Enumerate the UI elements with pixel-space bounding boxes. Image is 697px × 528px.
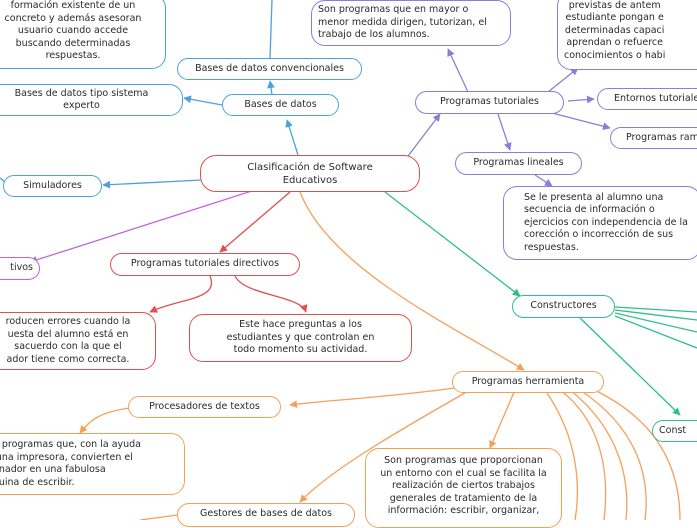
edge-root-herr: [299, 191, 525, 371]
edge-herr-d4: [589, 387, 681, 520]
edge-bd-experto: [183, 95, 223, 106]
lineales-description-node[interactable]: Se le presenta al alumno una secuencia d…: [503, 186, 697, 260]
edge-const-3: [614, 312, 697, 333]
programas-ramificados-node[interactable]: Programas ram: [610, 127, 697, 149]
constructores-sub-node[interactable]: Const: [652, 420, 697, 442]
edge-tut-ent: [567, 95, 595, 104]
edge-const-1: [614, 306, 697, 313]
edge-root-bd: [285, 119, 299, 156]
procesadores-description-node[interactable]: on programas que, con la ayuda e una imp…: [0, 433, 185, 495]
edge-root-tut: [404, 113, 441, 161]
edge-root-dir: [29, 189, 256, 264]
edge-tut-prev: [547, 67, 579, 93]
edge-herr-text: [489, 389, 516, 449]
edge-herr-gest: [299, 389, 471, 503]
edge-lin-text: [534, 174, 553, 187]
edge-herr-proc: [289, 387, 456, 408]
programas-directivos-node[interactable]: tivos: [0, 257, 40, 280]
edge-tut-lin: [497, 113, 512, 151]
edge-const-5: [579, 317, 681, 416]
errores-description-node[interactable]: roducen errores cuando la uesta del alum…: [0, 312, 156, 370]
constructores-node[interactable]: Constructores: [512, 295, 615, 318]
bases-datos-node[interactable]: Bases de datos: [222, 94, 339, 116]
previstas-description-node[interactable]: previstas de antem estudiante pongan e d…: [557, 0, 697, 70]
programas-lineales-node[interactable]: Programas lineales: [455, 152, 582, 175]
herramienta-description-node[interactable]: Son programas que proporcionan un entorn…: [365, 448, 562, 528]
edge-proc-text: [79, 407, 131, 434]
procesadores-textos-node[interactable]: Procesadores de textos: [128, 396, 281, 418]
edge-herr-d1: [559, 389, 607, 520]
edge-tut-ram: [547, 111, 611, 131]
edge-bd-conv: [267, 80, 275, 96]
programas-tutoriales-node[interactable]: Programas tutoriales: [415, 91, 564, 114]
edge-const-4: [614, 315, 697, 349]
edge-root-sim: [102, 179, 203, 189]
edge-herr-d5: [544, 389, 578, 520]
edge-tutdir-preg: [234, 275, 308, 313]
simuladores-node[interactable]: Simuladores: [3, 175, 102, 197]
edge-tutdir-err: [149, 275, 213, 313]
edge-gest-left: [139, 514, 179, 520]
info-description-node[interactable]: formación existente de un concreto y ade…: [0, 0, 166, 69]
preguntas-description-node[interactable]: Este hace preguntas a los estudiantes y …: [189, 314, 412, 362]
programas-herramienta-node[interactable]: Programas herramienta: [452, 371, 604, 393]
root-node[interactable]: Clasificación de Software Educativos: [200, 155, 420, 192]
edge-herr-d3: [579, 389, 647, 520]
edge-conv-up: [269, 0, 273, 59]
entornos-tutoriales-node[interactable]: Entornos tutoriale: [597, 88, 697, 110]
edge-root-tutdir: [219, 191, 291, 253]
tutoriales-description-node[interactable]: Son programas que en mayor o menor medid…: [311, 0, 511, 46]
edge-const-2: [614, 309, 697, 321]
tutoriales-directivos-node[interactable]: Programas tutoriales directivos: [110, 253, 300, 276]
edge-tut-desc: [447, 48, 469, 93]
edge-herr-d2: [569, 389, 628, 520]
bases-datos-experto-node[interactable]: Bases de datos tipo sistema experto: [0, 84, 183, 116]
gestores-bases-datos-node[interactable]: Gestores de bases de datos: [177, 503, 355, 527]
edge-root-const: [384, 191, 521, 297]
bases-datos-convencionales-node[interactable]: Bases de datos convencionales: [177, 58, 362, 80]
